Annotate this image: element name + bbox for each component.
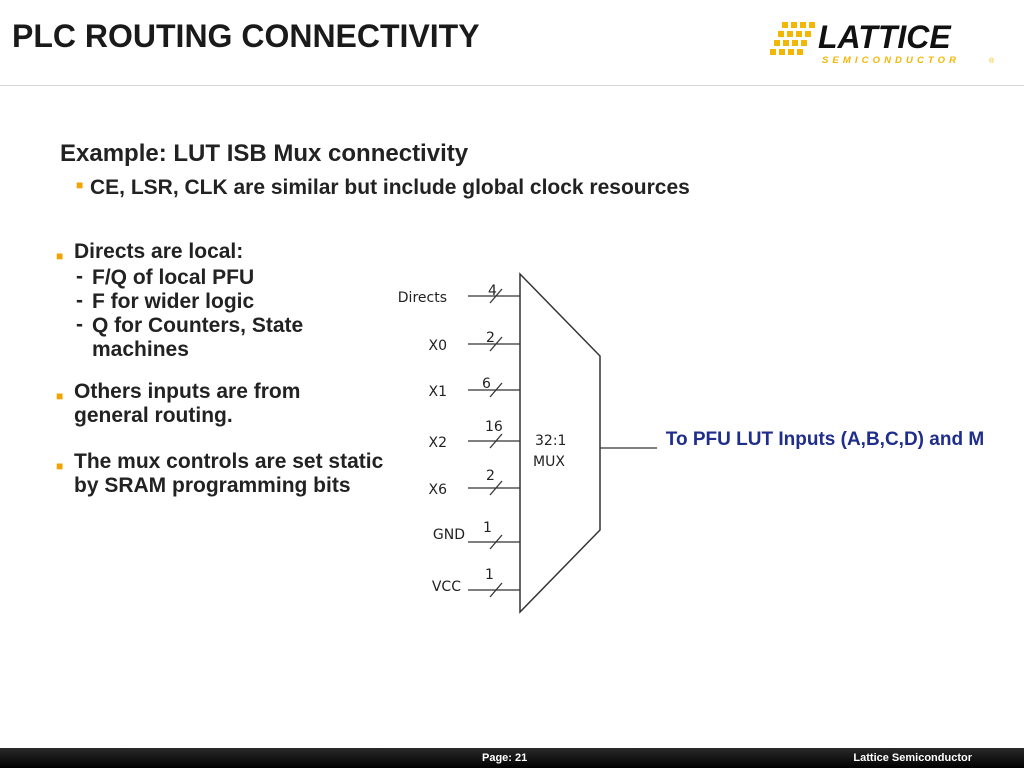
mux-trapezoid — [519, 272, 601, 614]
input-label: X0 — [429, 338, 448, 354]
mux-input: Directs 4 — [398, 283, 520, 306]
logo-registered-mark: ® — [989, 57, 995, 65]
lattice-logo: LATTICE SEMICONDUCTOR ® — [770, 19, 995, 66]
bullet-square-icon: ■ — [56, 459, 64, 473]
bullet-square-icon: ■ — [56, 389, 64, 403]
bullet-item: ■ The mux controls are set static by SRA… — [56, 450, 386, 498]
subpoint-text: CE, LSR, CLK are similar but include glo… — [90, 176, 690, 199]
bus-slash-icon — [489, 534, 503, 550]
bus-width-label: 6 — [482, 376, 491, 392]
mux-diagram: 32:1 MUX Directs 4 X0 2 X1 6 X2 16 X6 2 … — [398, 272, 657, 614]
subpoint: ■ CE, LSR, CLK are similar but include gl… — [76, 176, 690, 200]
bus-slash-icon — [489, 336, 503, 352]
bus-width-label: 1 — [483, 520, 492, 536]
footer-company: Lattice Semiconductor — [853, 752, 972, 764]
sub-bullet-text: F/Q of local PFU — [92, 266, 255, 289]
bus-width-label: 2 — [486, 330, 495, 346]
bullet-item: ■ Others inputs are from general routing… — [56, 380, 386, 428]
header-divider — [0, 85, 1024, 86]
sub-bullet-text: F for wider logic — [92, 290, 255, 313]
mux-input: GND 1 — [433, 520, 520, 550]
mux-input: X6 2 — [429, 468, 520, 498]
logo-mark-icon — [770, 22, 815, 55]
input-label: X1 — [429, 384, 448, 400]
mux-input: X1 6 — [429, 376, 520, 400]
sub-bullet-item: -F for wider logic — [60, 289, 386, 314]
bus-width-label: 4 — [488, 283, 497, 299]
mux-ratio-label: 32:1 — [535, 433, 566, 449]
bus-slash-icon — [489, 288, 503, 304]
mux-input: X0 2 — [429, 330, 520, 354]
bullet-list: ■ Directs are local: -F/Q of local PFU -… — [56, 240, 386, 498]
mux-name-label: MUX — [533, 454, 565, 470]
logo-tagline: SEMICONDUCTOR — [822, 55, 960, 66]
bus-width-label: 1 — [485, 567, 494, 583]
logo-brand: LATTICE — [818, 19, 952, 55]
bullet-item: ■ Directs are local: — [56, 240, 386, 264]
mux-input: VCC 1 — [432, 567, 520, 598]
bullet-text: Others inputs are from general routing. — [74, 380, 301, 427]
output-caption: To PFU LUT Inputs (A,B,C,D) and M — [665, 429, 985, 450]
footer-bar: Page: 21 Lattice Semiconductor — [0, 748, 1024, 768]
input-label: Directs — [398, 290, 447, 306]
bullet-square-icon: ■ — [76, 178, 84, 193]
sub-bullet-list: -F/Q of local PFU -F for wider logic -Q … — [60, 265, 386, 362]
input-label: X2 — [429, 435, 448, 451]
input-label: X6 — [429, 482, 448, 498]
bullet-square-icon: ■ — [56, 249, 64, 263]
mux-input: X2 16 — [429, 419, 520, 451]
slide-title: PLC ROUTING CONNECTIVITY — [12, 18, 480, 54]
dash-glyph: - — [76, 313, 83, 336]
bus-slash-icon — [489, 582, 503, 598]
bus-width-label: 16 — [485, 419, 503, 435]
bullet-text: The mux controls are set static by SRAM … — [74, 450, 384, 497]
page-number: Page: 21 — [482, 752, 528, 764]
sub-bullet-item: -Q for Counters, State machines — [60, 313, 386, 362]
sub-bullet-item: -F/Q of local PFU — [60, 265, 386, 290]
bus-slash-icon — [489, 382, 503, 398]
dash-glyph: - — [76, 289, 83, 312]
bus-width-label: 2 — [486, 468, 495, 484]
input-label: GND — [433, 527, 465, 543]
bus-slash-icon — [489, 480, 503, 496]
bus-slash-icon — [489, 433, 503, 449]
bullet-text: Directs are local: — [74, 240, 244, 263]
sub-bullet-text: Q for Counters, State machines — [92, 314, 304, 361]
input-label: VCC — [432, 579, 461, 595]
dash-glyph: - — [76, 265, 83, 288]
example-heading: Example: LUT ISB Mux connectivity — [60, 140, 469, 167]
